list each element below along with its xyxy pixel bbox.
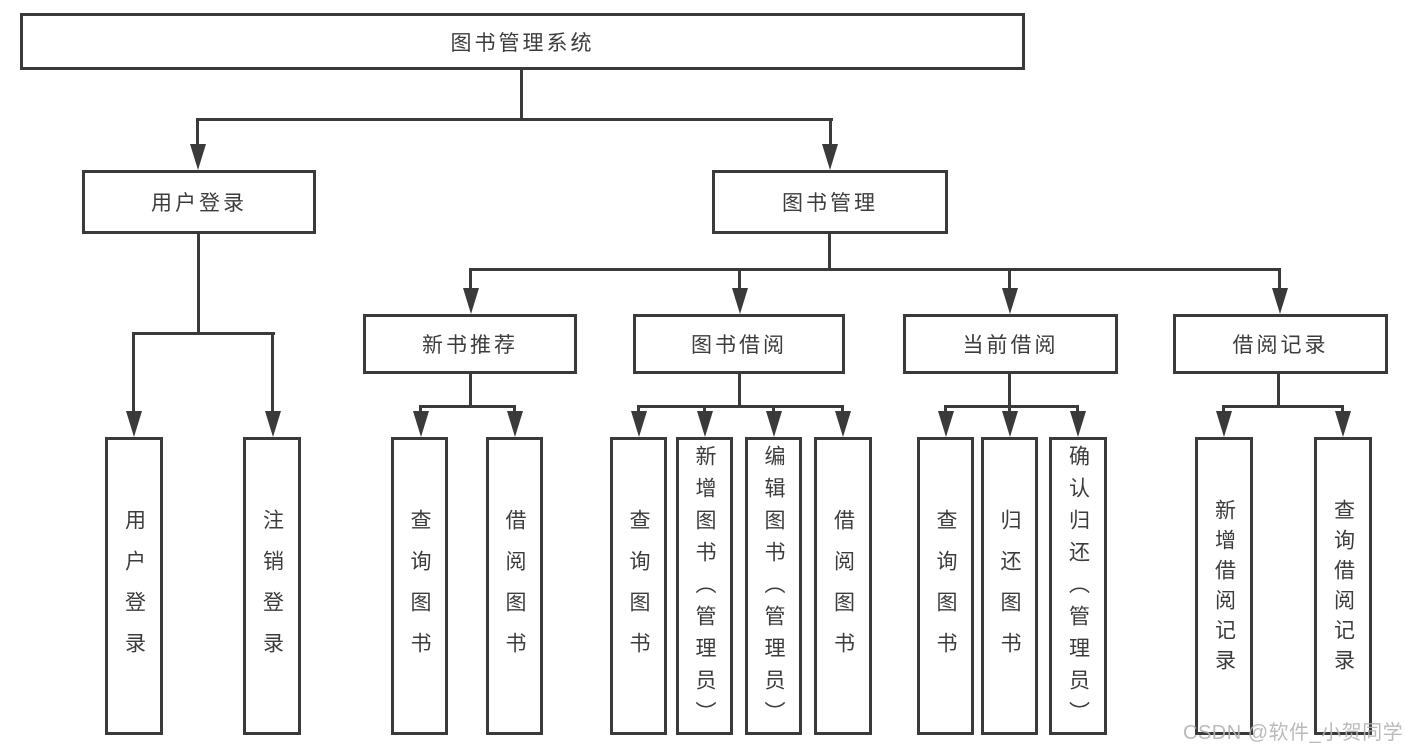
node-leaf-query-books-borrowing-label: 查询图书 bbox=[627, 509, 650, 673]
node-leaf-edit-book-admin: 编辑图书（管理员） bbox=[745, 437, 802, 735]
node-book-borrowing: 图书借阅 bbox=[633, 314, 845, 374]
arrow-head bbox=[835, 411, 851, 437]
arrow-head bbox=[1002, 411, 1018, 437]
node-borrowing-records: 借阅记录 bbox=[1173, 314, 1388, 374]
arrow-head bbox=[697, 411, 713, 437]
arrow-shaft bbox=[841, 405, 844, 415]
node-root: 图书管理系统 bbox=[20, 13, 1025, 70]
arrow-head bbox=[822, 144, 838, 170]
node-book-management-label: 图书管理 bbox=[782, 192, 878, 215]
arrow-shaft bbox=[1008, 268, 1011, 290]
node-current-borrowing-label: 当前借阅 bbox=[962, 334, 1059, 357]
arrow-head bbox=[463, 288, 479, 314]
node-leaf-return-books: 归还图书 bbox=[981, 437, 1038, 735]
node-current-borrowing: 当前借阅 bbox=[903, 314, 1118, 374]
arrow-shaft bbox=[1008, 405, 1011, 415]
connector-line bbox=[469, 268, 1281, 271]
arrow-head bbox=[126, 411, 142, 437]
node-leaf-return-books-label: 归还图书 bbox=[998, 509, 1021, 673]
arrow-shaft bbox=[703, 405, 706, 415]
arrow-shaft bbox=[196, 118, 199, 148]
connector-line bbox=[197, 234, 200, 334]
node-leaf-query-books-current: 查询图书 bbox=[917, 437, 974, 735]
node-leaf-borrow-books-recommend: 借阅图书 bbox=[486, 437, 543, 735]
node-leaf-query-borrow-record: 查询借阅记录 bbox=[1314, 437, 1372, 735]
connector-line bbox=[1277, 374, 1280, 407]
node-user-login: 用户登录 bbox=[82, 170, 316, 234]
connector-line bbox=[196, 118, 833, 121]
arrow-head bbox=[1070, 411, 1086, 437]
node-new-book-recommend-label: 新书推荐 bbox=[422, 334, 518, 357]
node-book-management: 图书管理 bbox=[712, 170, 948, 234]
node-leaf-edit-book-admin-label: 编辑图书（管理员） bbox=[762, 444, 785, 733]
connector-line bbox=[132, 332, 275, 335]
arrow-head bbox=[766, 411, 782, 437]
arrow-head bbox=[732, 288, 748, 314]
node-leaf-user-login: 用户登录 bbox=[105, 437, 163, 735]
arrow-shaft bbox=[419, 405, 422, 415]
arrow-shaft bbox=[944, 405, 947, 415]
connector-line bbox=[419, 405, 516, 408]
node-root-label: 图书管理系统 bbox=[450, 31, 595, 55]
node-leaf-add-book-admin-label: 新增图书（管理员） bbox=[693, 444, 716, 733]
node-leaf-confirm-return-admin-label: 确认归还（管理员） bbox=[1066, 444, 1090, 733]
node-user-login-label: 用户登录 bbox=[151, 192, 247, 215]
connector-line bbox=[738, 374, 741, 407]
arrow-shaft bbox=[469, 268, 472, 290]
node-leaf-query-borrow-record-label: 查询借阅记录 bbox=[1331, 498, 1355, 679]
node-leaf-user-login-label: 用户登录 bbox=[122, 509, 146, 673]
connector-line bbox=[1222, 405, 1344, 408]
arrow-head bbox=[938, 411, 954, 437]
node-leaf-add-borrow-record: 新增借阅记录 bbox=[1195, 437, 1253, 735]
arrow-shaft bbox=[829, 118, 832, 148]
connector-line bbox=[828, 234, 831, 271]
arrow-head bbox=[1335, 411, 1351, 437]
node-leaf-query-books-recommend: 查询图书 bbox=[391, 437, 448, 735]
arrow-shaft bbox=[1076, 405, 1079, 415]
arrow-shaft bbox=[738, 268, 741, 290]
connector-line bbox=[520, 70, 523, 120]
node-leaf-query-books-current-label: 查询图书 bbox=[934, 509, 957, 673]
node-leaf-logout: 注销登录 bbox=[243, 437, 301, 735]
arrow-shaft bbox=[1222, 405, 1225, 415]
node-borrowing-records-label: 借阅记录 bbox=[1232, 334, 1329, 357]
arrow-head bbox=[1272, 288, 1288, 314]
arrow-shaft bbox=[772, 405, 775, 415]
node-leaf-confirm-return-admin: 确认归还（管理员） bbox=[1049, 437, 1107, 735]
arrow-shaft bbox=[132, 332, 135, 413]
node-book-borrowing-label: 图书借阅 bbox=[691, 334, 787, 357]
node-new-book-recommend: 新书推荐 bbox=[363, 314, 577, 374]
node-leaf-logout-label: 注销登录 bbox=[260, 509, 284, 673]
node-leaf-query-books-borrowing: 查询图书 bbox=[610, 437, 667, 735]
arrow-shaft bbox=[637, 405, 640, 415]
node-leaf-borrow-books-borrowing: 借阅图书 bbox=[814, 437, 872, 735]
connector-line bbox=[469, 374, 472, 407]
node-leaf-borrow-books-borrowing-label: 借阅图书 bbox=[831, 509, 855, 673]
arrow-head bbox=[190, 144, 206, 170]
arrow-head bbox=[265, 411, 281, 437]
node-leaf-add-borrow-record-label: 新增借阅记录 bbox=[1212, 498, 1236, 679]
arrow-head bbox=[507, 411, 523, 437]
arrow-shaft bbox=[513, 405, 516, 415]
arrow-head bbox=[1216, 411, 1232, 437]
arrow-shaft bbox=[1341, 405, 1344, 415]
arrow-head bbox=[413, 411, 429, 437]
connector-line bbox=[1008, 374, 1011, 407]
arrow-head bbox=[1002, 288, 1018, 314]
connector-line bbox=[637, 405, 844, 408]
arrow-head bbox=[631, 411, 647, 437]
watermark-text: CSDN @软件_小贺同学 bbox=[1183, 722, 1404, 744]
arrow-shaft bbox=[271, 332, 274, 413]
node-leaf-borrow-books-recommend-label: 借阅图书 bbox=[503, 509, 526, 673]
arrow-shaft bbox=[1278, 268, 1281, 290]
node-leaf-query-books-recommend-label: 查询图书 bbox=[408, 509, 431, 673]
node-leaf-add-book-admin: 新增图书（管理员） bbox=[676, 437, 733, 735]
connector-line bbox=[944, 405, 1078, 408]
